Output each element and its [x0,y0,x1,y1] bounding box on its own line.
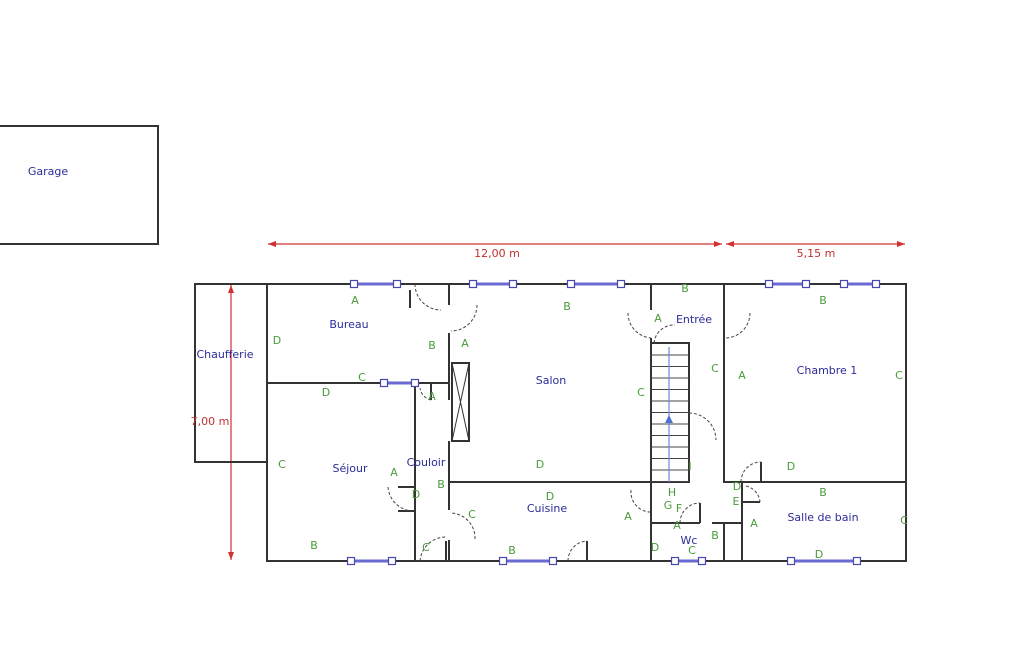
wall-label: C [358,371,366,384]
garage-outline [0,125,159,245]
wall-label: C [688,544,696,557]
wall-label: I [688,460,691,473]
room-label-bureau: Bureau [329,318,368,331]
window [566,279,626,289]
room-label-chambre1: Chambre 1 [797,364,858,377]
wall-label: B [711,529,719,542]
room-label-garage: Garage [28,165,69,178]
wall-label: C [711,362,719,375]
wall-label: B [563,300,571,313]
staircase [651,354,689,482]
wall-label: A [673,519,681,532]
window [346,556,397,566]
fireplace [451,362,470,442]
room-label-wc: Wc [681,534,698,547]
dimension-vertical [228,285,234,560]
wall-label: B [437,478,445,491]
wall-label: B [428,339,436,352]
walls [194,283,907,562]
window [839,279,881,289]
wall-label: A [428,390,436,403]
wall-label: D [412,488,420,501]
room-label-chaufferie: Chaufferie [196,348,253,361]
wall-label: D [815,548,823,561]
room-label-couloir: Couloir [407,456,446,469]
wall-label: B [819,486,827,499]
room-label-salon: Salon [536,374,567,387]
window [349,279,402,289]
wall-label: C [468,508,476,521]
wall-label: A [351,294,359,307]
room-label-sejour: Séjour [332,462,368,475]
wall-label: D [536,458,544,471]
window [786,556,862,566]
window [498,556,558,566]
wall-label: A [654,312,662,325]
dimension-label-width-main: 12,00 m [474,247,520,260]
window [379,378,420,388]
wall-label: D [733,480,741,493]
wall-label: A [750,517,758,530]
windows [346,279,881,566]
wall-label: E [733,495,740,508]
wall-label: D [651,541,659,554]
wall-label: A [624,510,632,523]
room-label-cuisine: Cuisine [527,502,567,515]
dimension-label-height: 7,00 m [191,415,230,428]
wall-label: C [278,458,286,471]
wall-label: B [508,544,516,557]
window [670,556,707,566]
wall-label: C [895,369,903,382]
door-swings [387,283,762,562]
wall-label: D [546,490,554,503]
dimension-label-width-right: 5,15 m [797,247,836,260]
wall-label: A [738,369,746,382]
wall-label: C [637,386,645,399]
wall-label: B [819,294,827,307]
room-label-entree: Entrée [676,313,712,326]
wall-label: B [310,539,318,552]
wall-label: H [668,486,676,499]
wall-label: D [322,386,330,399]
stair-direction-arrow-icon [665,415,673,423]
wall-label: G [664,499,673,512]
wall-label: D [787,460,795,473]
wall-label: C [422,541,430,554]
wall-label: A [390,466,398,479]
wall-label: B [681,282,689,295]
wall-label: A [461,337,469,350]
wall-label: C [900,514,908,527]
room-label-salle-de-bain: Salle de bain [787,511,858,524]
window [468,279,518,289]
dimension-top [268,241,905,247]
window [764,279,811,289]
wall-label: D [273,334,281,347]
wall-label: F [676,502,682,515]
